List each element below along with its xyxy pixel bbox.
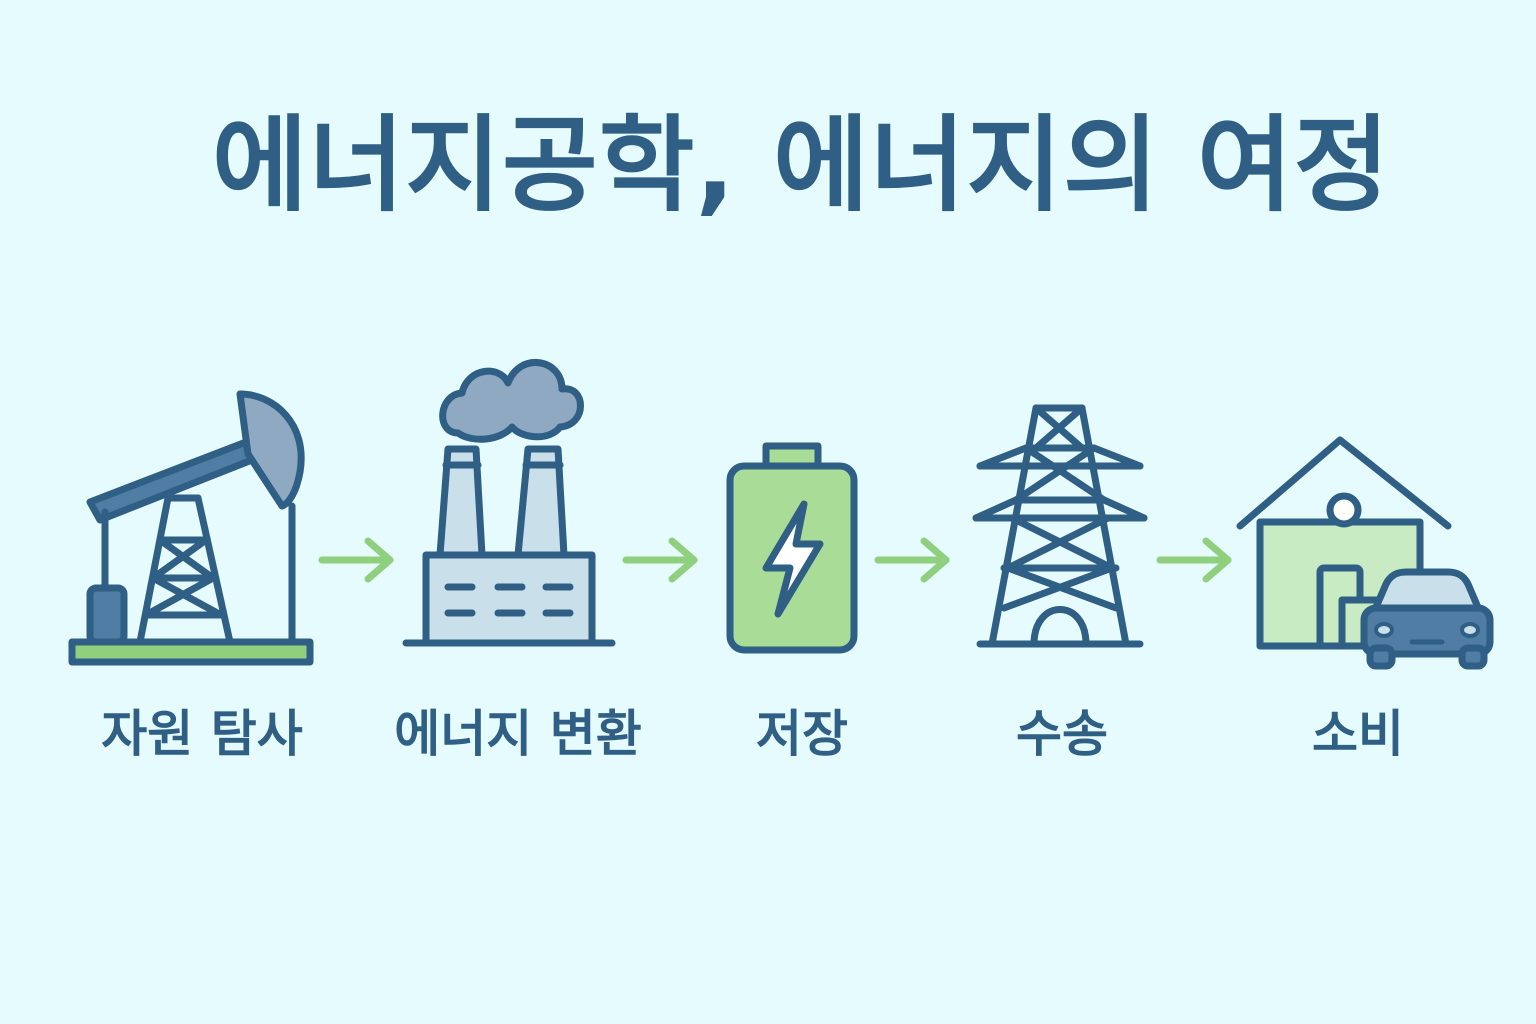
stage-label-conversion: 에너지 변환 xyxy=(394,705,642,763)
arrow-right-icon xyxy=(874,535,954,589)
stage-label-exploration: 자원 탐사 xyxy=(101,705,303,763)
house-car-icon xyxy=(1230,430,1500,675)
stage-label-consumption: 소비 xyxy=(1312,705,1404,763)
arrow-right-icon xyxy=(622,535,702,589)
stage-label-transmission: 수송 xyxy=(1016,705,1108,763)
pumpjack-icon xyxy=(60,380,330,670)
page-title: 에너지공학, 에너지의 여정 xyxy=(212,104,1391,226)
factory-icon xyxy=(400,345,620,655)
arrow-right-icon xyxy=(318,535,398,589)
stage-label-storage: 저장 xyxy=(756,705,848,763)
battery-icon xyxy=(722,440,862,660)
transmission-tower-icon xyxy=(970,400,1150,655)
arrow-right-icon xyxy=(1156,535,1236,589)
